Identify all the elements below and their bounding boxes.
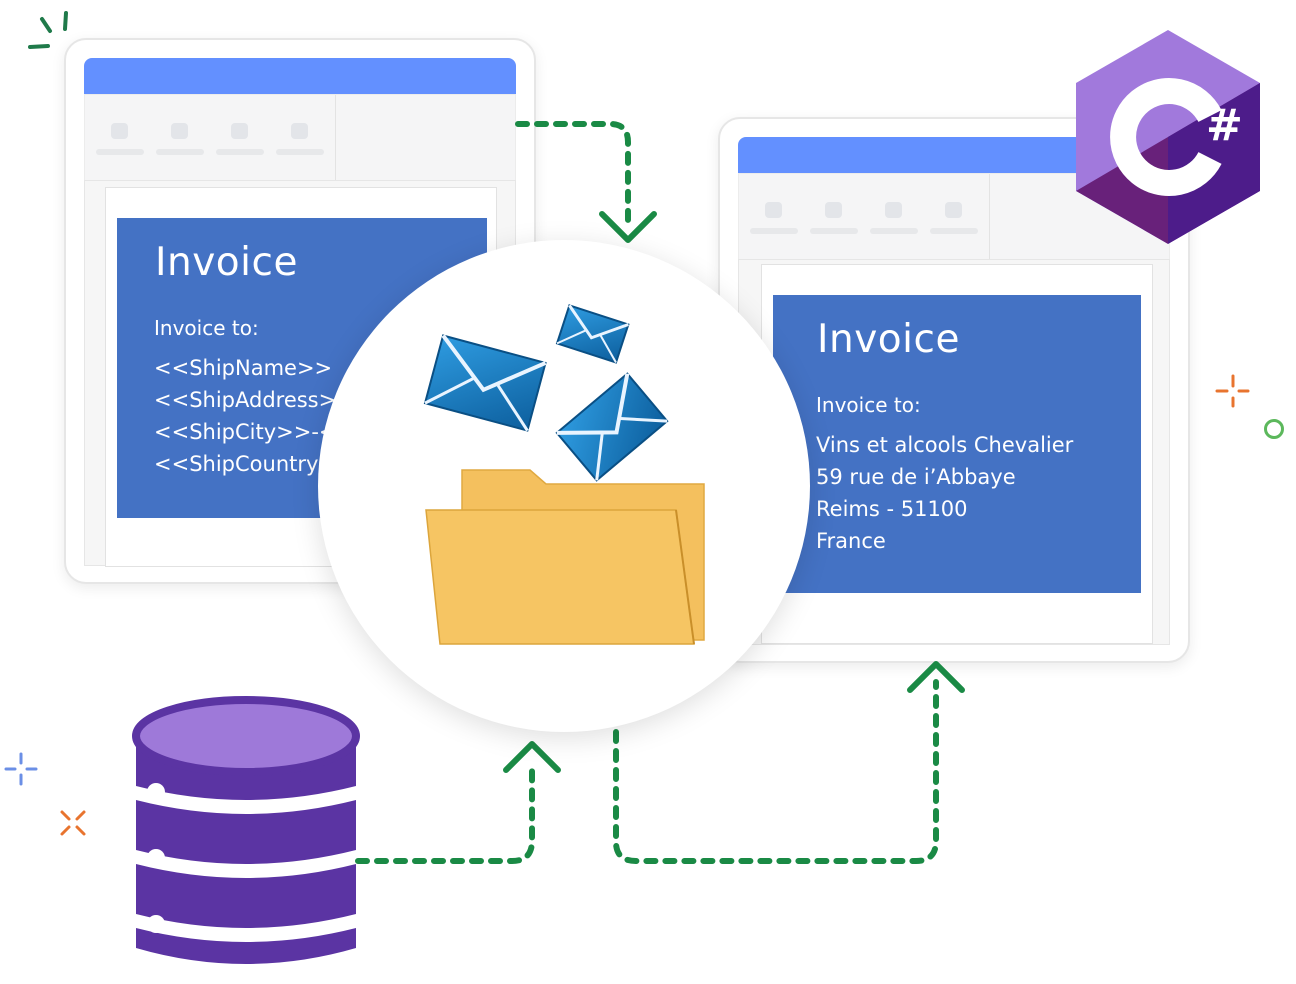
toolbar-label: [930, 228, 978, 234]
toolbar-separator: [989, 174, 990, 260]
window-title-bar: [84, 58, 516, 94]
toolbar-label: [96, 149, 144, 155]
invoice-title: Invoice: [155, 240, 298, 285]
merge-field-ship-address: <<ShipAddress>>: [154, 388, 354, 412]
sparkle-icon-orange-left: [60, 810, 86, 836]
sparkle-icon-blue-left: [4, 752, 38, 786]
toolbar-icon: [231, 123, 248, 139]
connector-template-to-merge: [515, 121, 631, 229]
toolbar-icon: [291, 123, 308, 139]
envelope-icon-large: [423, 334, 547, 432]
document-area: Invoice Invoice to: Vins et alcools Chev…: [738, 259, 1170, 645]
toolbar-icon: [885, 202, 902, 218]
toolbar-label: [276, 149, 324, 155]
ring-icon-green: [1264, 419, 1284, 439]
invoice-to-label: Invoice to:: [154, 316, 259, 340]
sparkle-icon-top-left: [28, 11, 68, 49]
ribbon-toolbar: [84, 94, 516, 182]
invoice-title: Invoice: [817, 317, 960, 362]
envelope-icon-small: [555, 304, 630, 364]
toolbar-icon: [171, 123, 188, 139]
arrow-up-head-merge: [503, 741, 561, 773]
customer-city: Reims - 51100: [816, 497, 968, 521]
toolbar-label: [870, 228, 918, 234]
toolbar-icon: [765, 202, 782, 218]
toolbar-separator: [335, 95, 336, 181]
toolbar-label: [216, 149, 264, 155]
csharp-logo-icon: [1076, 30, 1260, 244]
customer-name: Vins et alcools Chevalier: [816, 433, 1074, 457]
envelope-icon-medium: [555, 372, 669, 482]
invoice-to-label: Invoice to:: [816, 393, 921, 417]
connector-database-to-merge: [355, 759, 535, 864]
toolbar-label: [156, 149, 204, 155]
folder-icon: [425, 469, 705, 645]
invoice-output-block: Invoice Invoice to: Vins et alcools Chev…: [773, 295, 1141, 593]
toolbar-icon: [111, 123, 128, 139]
toolbar-label: [810, 228, 858, 234]
arrow-down-head: [599, 211, 657, 243]
connector-merge-to-output: [613, 679, 939, 864]
database-icon: [132, 696, 360, 964]
document-page: Invoice Invoice to: Vins et alcools Chev…: [761, 264, 1153, 644]
customer-address: 59 rue de i’Abbaye: [816, 465, 1016, 489]
merge-field-ship-name: <<ShipName>>: [154, 356, 333, 380]
toolbar-icon: [825, 202, 842, 218]
sparkle-icon-orange-right: [1215, 374, 1250, 408]
csharp-logo-symbol: #: [1206, 100, 1243, 151]
toolbar-label: [750, 228, 798, 234]
arrow-up-head-output: [907, 661, 965, 693]
customer-country: France: [816, 529, 886, 553]
toolbar-icon: [945, 202, 962, 218]
